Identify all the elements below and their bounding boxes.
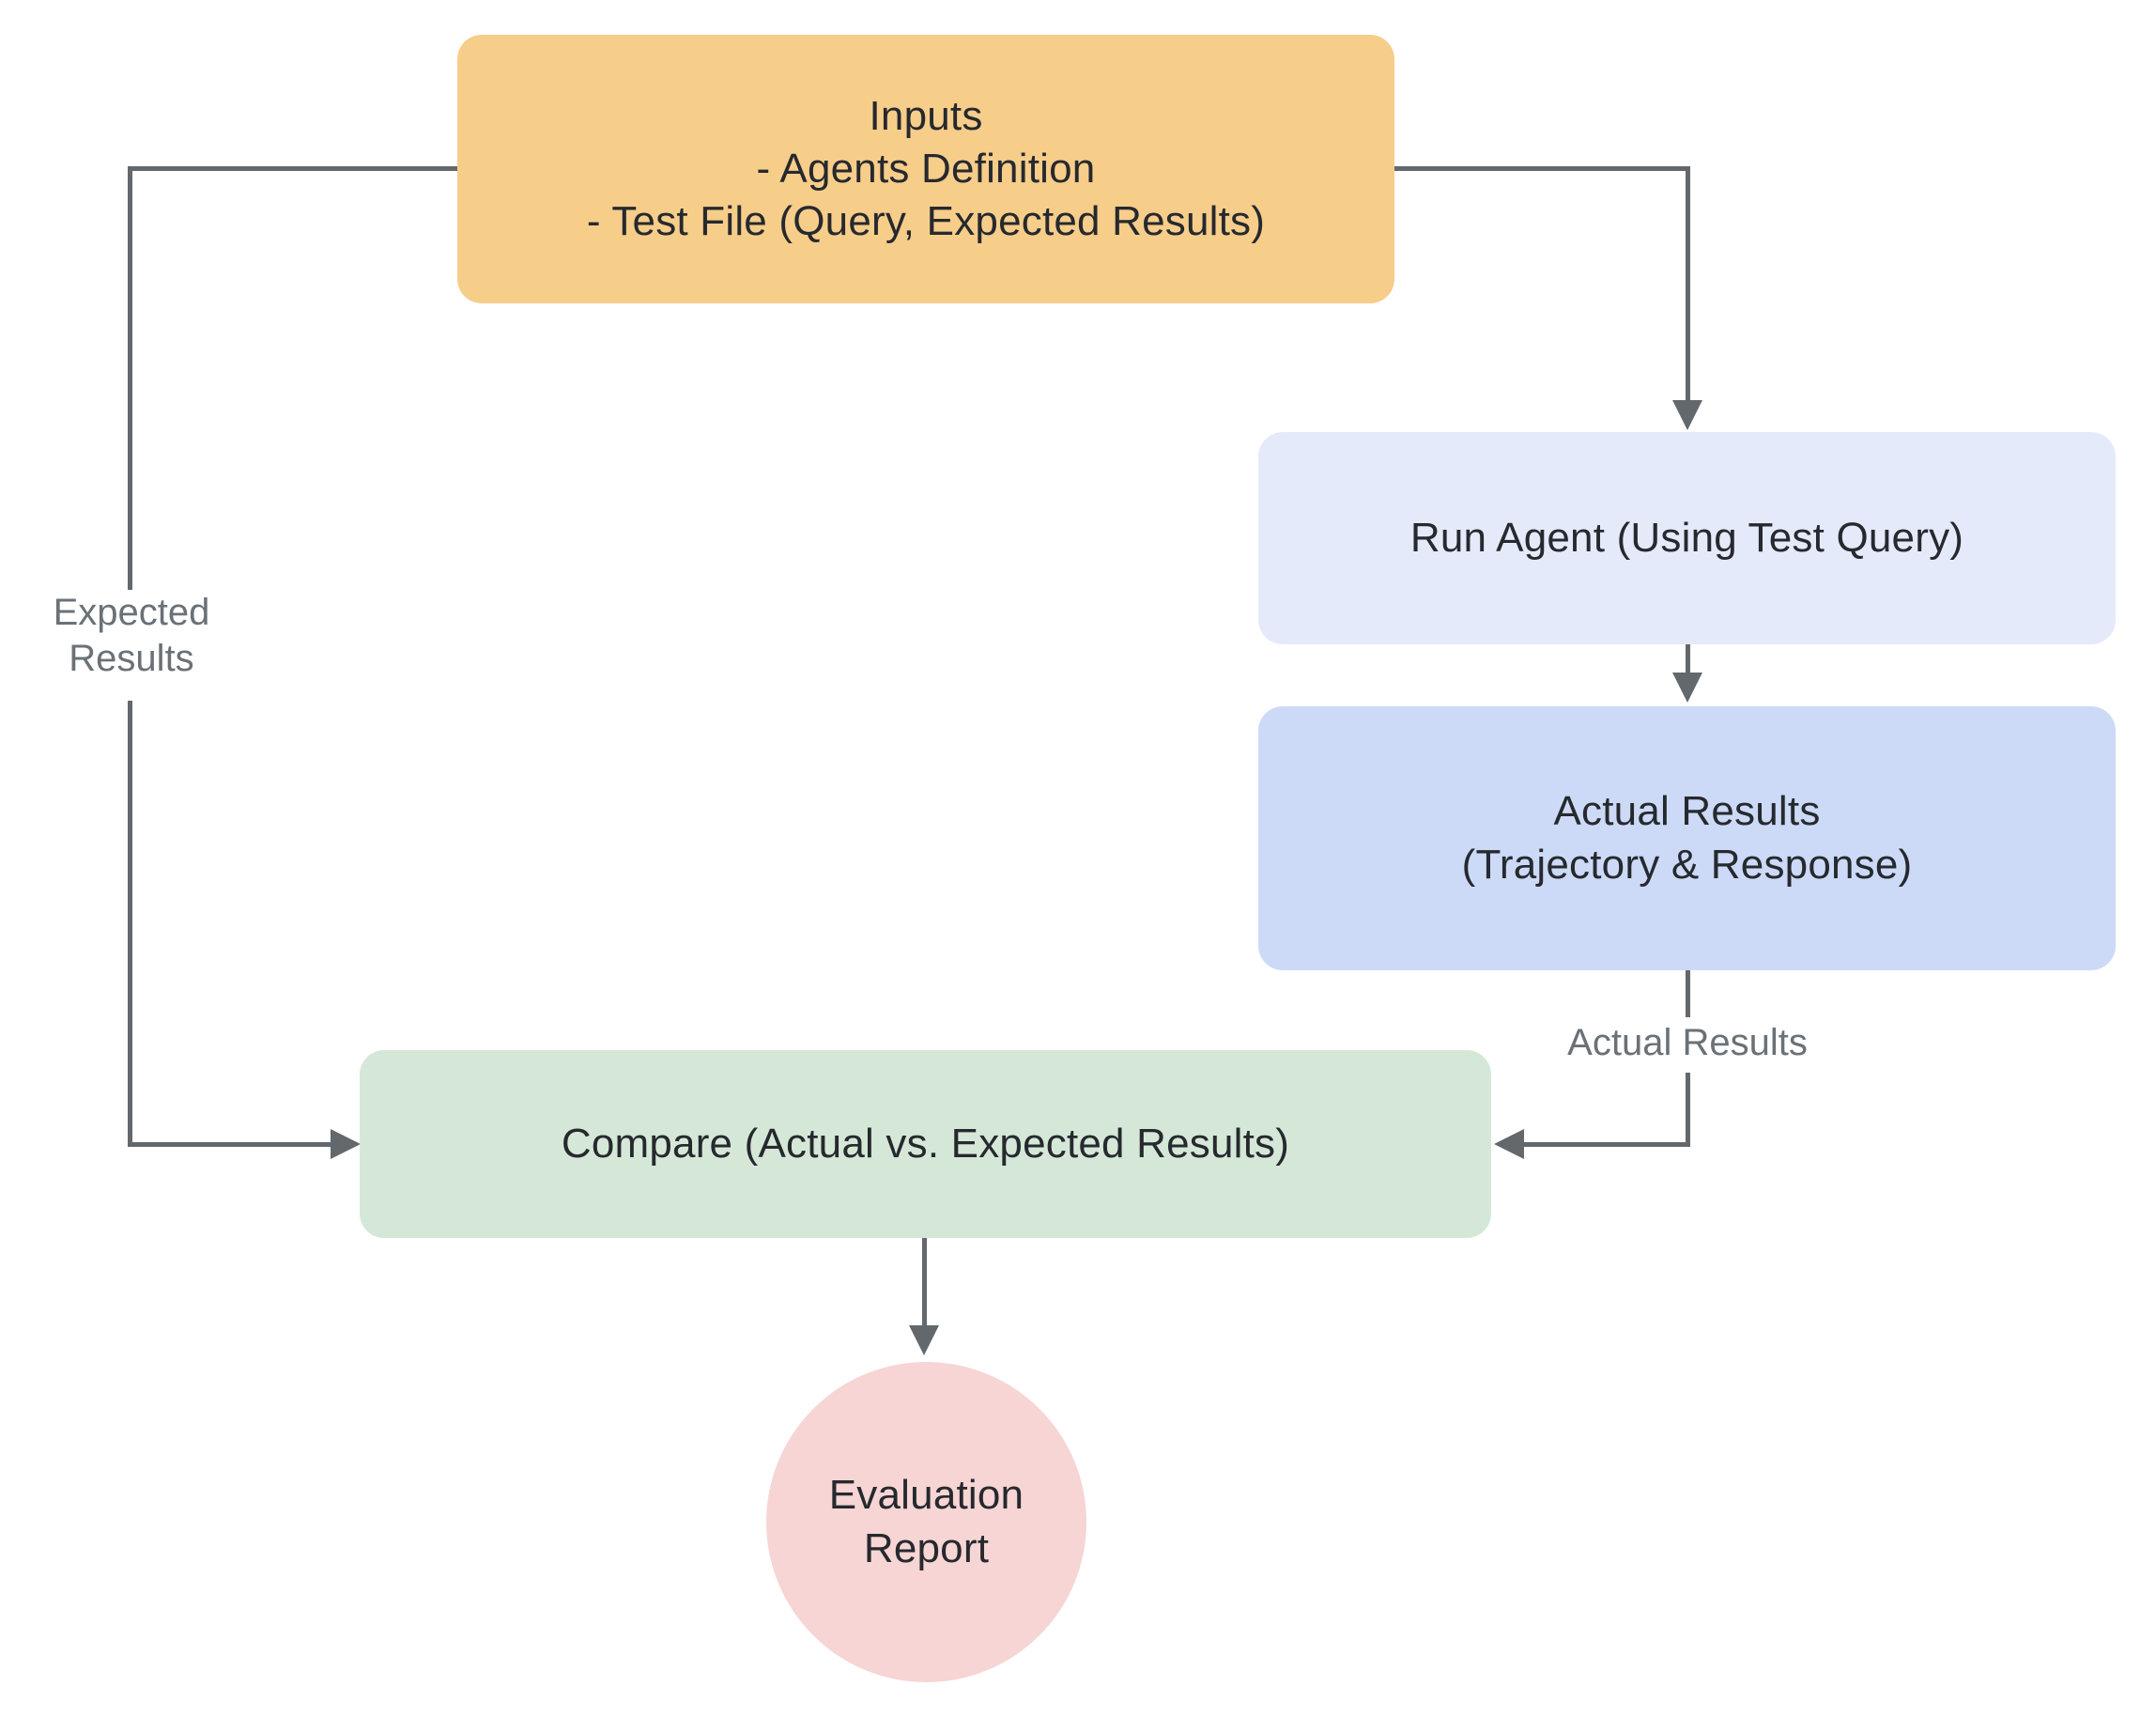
inputs-item-agents-definition: - Agents Definition <box>756 145 1096 192</box>
arrowhead-into-actual-top <box>1672 673 1702 703</box>
node-evaluation-report: Evaluation Report <box>766 1362 1086 1682</box>
node-run-agent: Run Agent (Using Test Query) <box>1258 432 2116 644</box>
arrowhead-into-compare-right <box>1494 1129 1524 1159</box>
edge-label-expected-line2: Results <box>69 637 194 679</box>
node-compare: Compare (Actual vs. Expected Results) <box>360 1050 1491 1238</box>
edge-compare-report-vertical <box>922 1238 927 1327</box>
arrowhead-into-compare-left <box>331 1129 361 1159</box>
edge-actual-vertical-lower <box>1686 1073 1690 1146</box>
compare-label: Compare (Actual vs. Expected Results) <box>561 1120 1290 1167</box>
actual-results-line1: Actual Results <box>1553 788 1821 835</box>
edge-label-expected-line1: Expected <box>53 592 210 633</box>
edge-inputs-runagent-vertical <box>1686 166 1690 401</box>
evaluation-report-line1: Evaluation <box>828 1472 1024 1519</box>
edge-expected-bottom-horizontal <box>128 1142 332 1147</box>
arrowhead-into-report-top <box>909 1325 939 1355</box>
actual-results-line2: (Trajectory & Response) <box>1461 841 1913 888</box>
evaluation-report-line2: Report <box>863 1524 990 1571</box>
edge-label-expected-results: Expected Results <box>8 590 254 682</box>
edge-actual-bottom-horizontal <box>1524 1142 1690 1147</box>
edge-label-actual-results: Actual Results <box>1509 1020 1866 1066</box>
node-inputs: Inputs - Agents Definition - Test File (… <box>457 35 1394 303</box>
edge-label-actual-text: Actual Results <box>1567 1022 1808 1063</box>
edge-runagent-actual-vertical <box>1686 644 1690 674</box>
run-agent-label: Run Agent (Using Test Query) <box>1409 514 1964 561</box>
edge-expected-top-horizontal <box>130 166 458 171</box>
node-actual-results: Actual Results (Trajectory & Response) <box>1258 706 2116 970</box>
edge-actual-vertical-upper <box>1686 970 1690 1017</box>
arrowhead-into-runagent-top <box>1672 400 1702 430</box>
inputs-item-test-file: - Test File (Query, Expected Results) <box>586 198 1266 245</box>
inputs-title: Inputs <box>869 92 983 139</box>
edge-inputs-runagent-horizontal <box>1394 166 1689 171</box>
edge-expected-vertical-upper <box>128 166 132 600</box>
edge-expected-vertical-lower <box>128 701 132 1146</box>
